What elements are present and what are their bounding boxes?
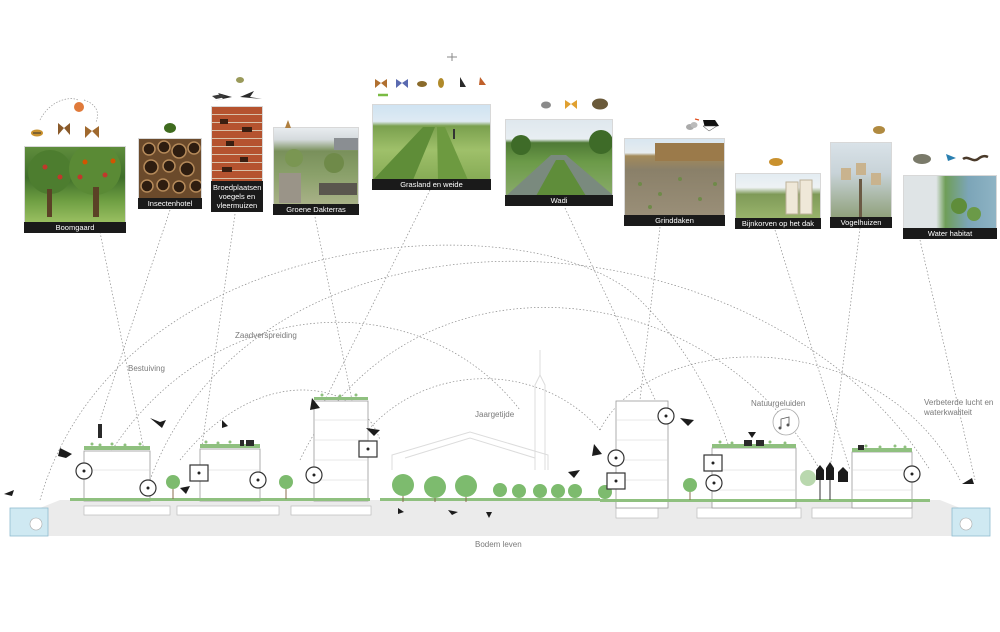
bird-icon: [873, 126, 885, 134]
bat-icon: [213, 91, 262, 101]
apple-icon: [74, 102, 84, 112]
habitat-bijenkorven: Bijnkorven op het dak: [735, 173, 821, 230]
bird-icon: [212, 94, 226, 99]
bijenkorven-photo: [735, 173, 821, 220]
broedplaatsen-photo: [211, 106, 263, 183]
butterfly-icon: [565, 100, 577, 109]
boomgaard-photo: [24, 146, 126, 224]
eel-icon: [962, 154, 989, 162]
grasland-photo: [372, 104, 491, 181]
cycle-arrow: [39, 98, 98, 123]
oystercatcher-icon: [694, 118, 719, 132]
dragonfly-icon: [447, 53, 457, 61]
habitat-insectenhotel: Insectenhotel: [138, 138, 202, 210]
broedplaatsen-caption: Broedplaatsen voegels en vleermuizen: [211, 181, 263, 212]
grinddaken-caption: Grinddaken: [624, 215, 725, 226]
bee-icon: [438, 78, 444, 88]
label-bestuiving: Bestuiving: [128, 364, 165, 373]
bijenkorven-caption: Bijnkorven op het dak: [735, 218, 821, 229]
butterfly-icon: [85, 126, 99, 138]
bee-icon: [769, 158, 783, 166]
habitat-water: Water habitat: [903, 175, 997, 240]
vogelhuizen-caption: Vogelhuizen: [830, 217, 892, 228]
turtle-icon: [913, 154, 931, 164]
label-verbeterde: Verbeterde lucht en waterkwaliteit: [924, 398, 994, 417]
butterfly-icon: [396, 79, 408, 88]
water-habitat-caption: Water habitat: [903, 228, 997, 239]
habitat-grinddaken: Grinddaken: [624, 138, 725, 227]
label-bodem-leven: Bodem leven: [475, 540, 522, 549]
label-natuurgeluiden: Natuurgeluiden: [751, 399, 806, 408]
insectenhotel-caption: Insectenhotel: [138, 198, 202, 209]
habitat-boomgaard: Boomgaard: [24, 146, 126, 234]
groene-dakterras-caption: Groene Dakterras: [273, 204, 359, 215]
beetle-icon: [164, 123, 176, 133]
moth-icon: [285, 120, 291, 128]
bee-icon: [541, 101, 551, 109]
habitat-broedplaatsen: Broedplaatsen voegels en vleermuizen: [211, 106, 263, 214]
boomgaard-caption: Boomgaard: [24, 222, 126, 233]
bee-icon: [31, 129, 43, 137]
grasland-caption: Grasland en weide: [372, 179, 491, 190]
wadi-caption: Wadi: [505, 195, 613, 206]
bee-icon: [236, 77, 244, 83]
bird-icon: [479, 77, 486, 85]
wadi-photo: [505, 119, 613, 197]
vogelhuizen-photo: [830, 142, 892, 219]
toad-icon: [592, 98, 608, 110]
insectenhotel-photo: [138, 138, 202, 200]
bee-icon: [417, 81, 427, 87]
kingfisher-icon: [946, 154, 956, 161]
habitat-vogelhuizen: Vogelhuizen: [830, 142, 892, 229]
egg-icon: [686, 122, 698, 130]
label-jaargetijde: Jaargetijde: [475, 410, 515, 419]
label-zaadverspreiding: Zaadverspreiding: [235, 331, 297, 340]
habitat-groene-dakterras: Groene Dakterras: [273, 127, 359, 217]
butterfly-icon: [58, 123, 70, 135]
groene-dakterras-photo: [273, 127, 359, 206]
butterfly-icon: [375, 79, 387, 88]
habitat-wadi: Wadi: [505, 119, 613, 207]
bird-icon: [460, 77, 466, 87]
habitat-grasland: Grasland en weide: [372, 104, 491, 191]
grinddaken-photo: [624, 138, 725, 217]
